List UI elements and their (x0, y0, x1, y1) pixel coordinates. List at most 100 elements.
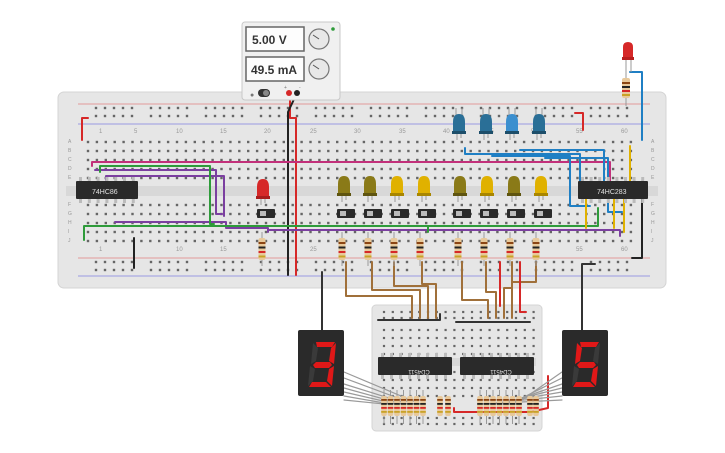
main-breadboard[interactable]: 1 5 10 15 20 25 30 35 40 45 50 55 60 1 1… (57, 91, 667, 289)
pin (390, 375, 393, 379)
slide-switch[interactable] (453, 209, 471, 218)
resistor[interactable] (506, 232, 514, 266)
resistor[interactable] (407, 390, 413, 424)
resistor[interactable] (496, 390, 503, 424)
led[interactable] (337, 176, 351, 202)
hole (506, 328, 509, 332)
resistor[interactable] (480, 232, 488, 266)
resistor[interactable] (509, 390, 516, 424)
hole (273, 167, 277, 171)
led[interactable] (534, 176, 548, 202)
slide-switch[interactable] (257, 209, 275, 218)
resistor[interactable] (454, 232, 462, 266)
hole (444, 328, 447, 332)
slide-switch[interactable] (480, 209, 498, 218)
hole (594, 203, 597, 207)
chip-cd4511-right[interactable]: CD4511 (460, 353, 534, 379)
top-red-led[interactable] (622, 42, 634, 74)
knob-icon[interactable] (308, 28, 330, 50)
resistor[interactable] (532, 232, 540, 266)
top-resistor[interactable] (622, 74, 630, 106)
led[interactable] (390, 176, 404, 202)
led[interactable] (452, 114, 466, 140)
resistor[interactable] (483, 390, 490, 424)
seven-segment-left[interactable]: 3 (298, 330, 344, 396)
led[interactable] (479, 114, 493, 140)
toggle-icon[interactable] (258, 89, 270, 97)
hole (300, 167, 303, 171)
hole (95, 221, 99, 225)
led[interactable] (256, 179, 270, 205)
hole (497, 114, 501, 118)
hole (336, 140, 339, 144)
hole (184, 239, 188, 243)
hole (552, 260, 556, 264)
led[interactable] (532, 114, 546, 140)
resistor[interactable] (420, 390, 426, 424)
hole (462, 416, 465, 420)
hole (444, 422, 447, 426)
resistor[interactable] (533, 396, 539, 416)
chip-74hc283[interactable]: 74HC283 (578, 177, 648, 203)
resistor[interactable] (445, 396, 451, 416)
led[interactable] (453, 176, 467, 202)
hole (140, 149, 143, 153)
hole (479, 422, 482, 426)
hole (570, 268, 574, 272)
resistor[interactable] (503, 390, 509, 424)
led[interactable] (480, 176, 494, 202)
resistor[interactable] (413, 390, 420, 424)
resistor[interactable] (527, 396, 533, 416)
hole (362, 140, 366, 144)
hole (549, 230, 552, 234)
resistor[interactable] (416, 232, 424, 266)
resistor[interactable] (490, 390, 496, 424)
slide-switch[interactable] (337, 209, 355, 218)
led[interactable] (505, 114, 519, 140)
slide-switch[interactable] (364, 209, 382, 218)
resistor[interactable] (381, 390, 387, 424)
slide-switch[interactable] (534, 209, 552, 218)
hole (149, 230, 152, 234)
led-group[interactable] (256, 108, 548, 205)
resistor[interactable] (390, 232, 398, 266)
resistor[interactable] (437, 396, 443, 416)
positive-terminal[interactable] (286, 90, 292, 96)
chip-74hc86[interactable]: 74HC86 (76, 177, 138, 203)
hole (231, 268, 235, 272)
slide-switch[interactable] (418, 209, 436, 218)
resistor[interactable] (338, 232, 346, 266)
hole (300, 158, 303, 162)
led[interactable] (417, 176, 431, 202)
resistor[interactable] (400, 390, 407, 424)
slide-switch[interactable] (507, 209, 525, 218)
led[interactable] (507, 176, 521, 202)
resistor[interactable] (477, 390, 483, 424)
led[interactable] (363, 176, 377, 202)
hole (531, 230, 535, 234)
resistor-group[interactable] (258, 232, 540, 266)
hole (514, 310, 518, 314)
negative-terminal[interactable] (294, 90, 300, 96)
col-num: 25 (310, 247, 317, 253)
dip-switches[interactable] (257, 209, 552, 218)
resistor[interactable] (387, 390, 394, 424)
hole (220, 158, 223, 162)
resistor[interactable] (364, 232, 372, 266)
hole (282, 176, 285, 180)
chip-cd4511-left[interactable]: CD4511 (378, 353, 452, 379)
seven-segment-right[interactable]: 5 (562, 330, 608, 396)
resistor-array[interactable] (381, 390, 539, 424)
wire-blue (491, 155, 591, 207)
slide-switch[interactable] (391, 209, 409, 218)
power-supply[interactable]: 5.00 V 49.5 mA ● + - (241, 21, 341, 101)
hole (166, 239, 170, 243)
hole (175, 212, 179, 216)
hole (378, 106, 382, 110)
resistor[interactable] (516, 390, 522, 424)
knob-icon[interactable] (308, 58, 330, 80)
hole (158, 212, 161, 216)
resistor[interactable] (258, 232, 266, 266)
resistor[interactable] (394, 390, 400, 424)
hole (291, 140, 294, 144)
